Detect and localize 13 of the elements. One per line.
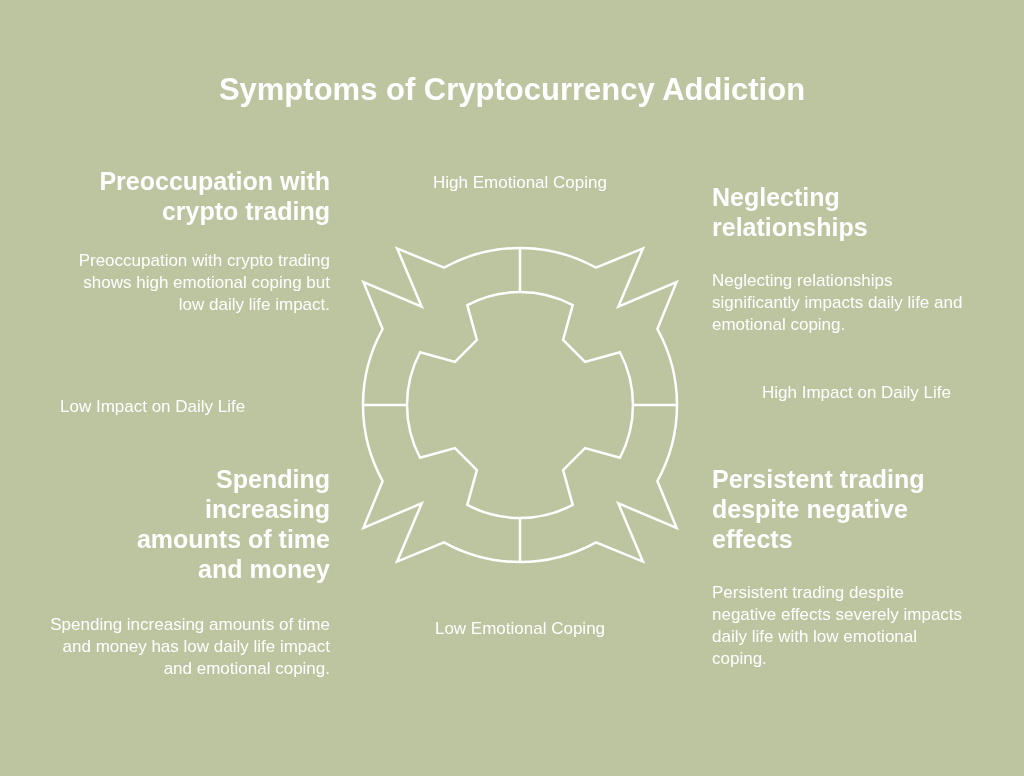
quadrant-description: Neglecting relationships significantly impacts daily life and emotional coping. xyxy=(712,270,964,336)
quadrant-description: Persistent trading despite negative effects severely impacts daily life with low emotional coping. xyxy=(712,582,964,670)
diagram-title: Symptoms of Cryptocurrency Addiction xyxy=(217,72,807,108)
quadrant-description: Spending increasing amounts of time and money has low daily life impact and emotional coping. xyxy=(49,614,330,680)
axis-label: Low Impact on Daily Life xyxy=(60,396,247,418)
quadrant-heading: Spending increasing amounts of time and money xyxy=(135,464,330,584)
quadrant-heading: Persistent trading despite negative effects xyxy=(712,464,926,554)
quadrant-description: Preoccupation with crypto trading shows high emotional coping but low daily life impact. xyxy=(77,250,330,316)
quadrant-heading: Neglecting relationships xyxy=(712,182,869,242)
axis-label: Low Emotional Coping xyxy=(433,618,607,640)
axis-label: High Emotional Coping xyxy=(432,172,608,194)
quadrant-heading: Preoccupation with crypto trading xyxy=(98,166,330,226)
axis-label: High Impact on Daily Life xyxy=(762,382,952,404)
